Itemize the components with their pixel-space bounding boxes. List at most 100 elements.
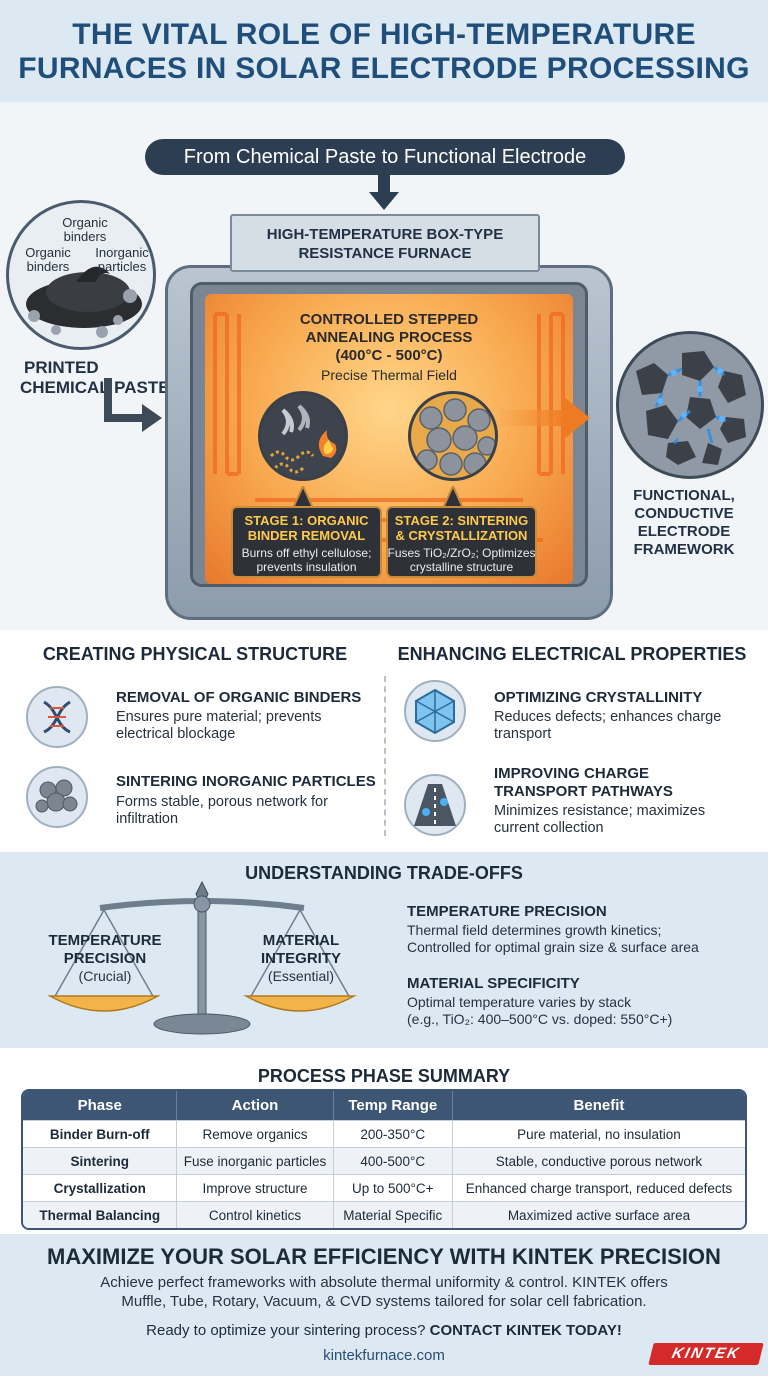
electrode-framework-illustration xyxy=(616,331,764,479)
table-cell: Material Specific xyxy=(333,1201,453,1228)
table-cell: Stable, conductive porous network xyxy=(452,1147,745,1174)
paste-title-line-2: CHEMICAL PASTE xyxy=(20,378,170,397)
table-cell: Fuse inorganic particles xyxy=(177,1147,334,1174)
paste-title-line-1: PRINTED xyxy=(24,358,99,377)
sintering-illustration xyxy=(408,391,498,481)
flame-smoke-icon xyxy=(269,404,337,474)
mech-crystallinity-title: OPTIMIZING CRYSTALLINITY xyxy=(494,689,764,707)
scale-right-label-line-1: MATERIAL xyxy=(262,932,340,949)
tradeoff-precision-desc: Thermal field determines growth kinetics… xyxy=(407,922,762,956)
furnace-title-line-2: RESISTANCE FURNACE xyxy=(298,245,472,262)
contact-link[interactable]: CONTACT KINTEK TODAY! xyxy=(429,1322,622,1339)
porous-network-icon xyxy=(636,351,746,465)
table-row: Thermal Balancing Control kinetics Mater… xyxy=(23,1201,745,1228)
footer-desc-line-2: Muffle, Tube, Rotary, Vacuum, & CVD syst… xyxy=(121,1293,647,1310)
chamber-title-line-2: ANNEALING PROCESS xyxy=(305,329,473,346)
mech-sintering-desc: Forms stable, porous network for infiltr… xyxy=(116,794,386,828)
chamber-title-line-1: CONTROLLED STEPPED xyxy=(299,311,479,328)
table-cell: Enhanced charge transport, reduced defec… xyxy=(452,1174,745,1201)
furnace-title-line-1: HIGH-TEMPERATURE BOX-TYPE xyxy=(266,226,504,243)
table-cell: Remove organics xyxy=(177,1120,334,1147)
mech-crystallinity-desc-line-2: transport xyxy=(494,726,552,742)
chamber-title: CONTROLLED STEPPED ANNEALING PROCESS (40… xyxy=(205,311,573,365)
mech-binder-desc: Ensures pure material; prevents electric… xyxy=(116,709,386,743)
mech-sintering-desc-line-1: Forms stable, porous network for xyxy=(116,794,328,810)
stage2-desc-line-1: Fuses TiO₂/ZrO₂; Optimizes xyxy=(387,546,536,560)
stage1-card xyxy=(231,506,382,578)
paste-blob-icon xyxy=(26,266,142,338)
tradeoffs-section xyxy=(0,852,768,1048)
paste-label-organic-top: Organic binders xyxy=(62,215,108,244)
table-cell: Pure material, no insulation xyxy=(452,1120,745,1147)
mech-binder-desc-line-2: electrical blockage xyxy=(116,726,236,742)
mech-charge-desc: Minimizes resistance; maximizes current … xyxy=(494,803,764,837)
output-title-line-1: FUNCTIONAL, xyxy=(633,487,735,504)
table-cell: Up to 500°C+ xyxy=(333,1174,453,1201)
column-header: Phase xyxy=(23,1091,178,1120)
table-cell: 200-350°C xyxy=(333,1120,453,1147)
mech-crystallinity-desc: Reduces defects; enhances charge transpo… xyxy=(494,709,764,743)
dna-icon xyxy=(26,686,88,748)
mech-binder-desc-line-1: Ensures pure material; prevents xyxy=(116,709,322,725)
stage1-description: Burns off ethyl cellulose; prevents insu… xyxy=(231,546,382,574)
stage2-title: STAGE 2: SINTERING & CRYSTALLIZATION xyxy=(386,513,537,543)
output-title-line-2: CONDUCTIVE xyxy=(634,505,734,522)
tradeoffs-heading: UNDERSTANDING TRADE-OFFS xyxy=(245,863,523,883)
column-header: Temp Range xyxy=(333,1091,453,1120)
table-cell: Improve structure xyxy=(177,1174,334,1201)
table-cell: Crystallization xyxy=(23,1174,178,1201)
footer-title: MAXIMIZE YOUR SOLAR EFFICIENCY WITH KINT… xyxy=(47,1244,721,1269)
scale-left-label-line-1: TEMPERATURE xyxy=(48,932,162,949)
table-row: Binder Burn-off Remove organics 200-350°… xyxy=(23,1120,745,1147)
tradeoff-specificity-desc: Optimal temperature varies by stack (e.g… xyxy=(407,994,762,1028)
paste-label-inorganic: Inorganic particles xyxy=(95,245,149,274)
binder-removal-illustration xyxy=(258,391,348,481)
stage1-desc-line-1: Burns off ethyl cellulose; xyxy=(241,546,372,560)
footer-band xyxy=(0,1234,768,1376)
footer-description: Achieve perfect frameworks with absolute… xyxy=(20,1273,748,1311)
mech-charge-desc-line-2: current collection xyxy=(494,820,604,836)
physical-structure-heading: CREATING PHYSICAL STRUCTURE xyxy=(42,644,348,664)
tradeoff-precision-desc-line-1: Thermal field determines growth kinetics… xyxy=(407,922,662,938)
stage1-pointer-icon xyxy=(293,486,313,508)
down-arrow-icon xyxy=(369,170,399,210)
output-title-line-4: FRAMEWORK xyxy=(633,541,735,558)
column-header: Benefit xyxy=(452,1091,745,1120)
mech-charge-desc-line-1: Minimizes resistance; maximizes xyxy=(494,803,706,819)
title-line-1: THE VITAL ROLE OF HIGH-TEMPERATURE xyxy=(72,18,696,51)
tradeoff-specificity-desc-line-2: (e.g., TiO₂: 400–500°C vs. doped: 550°C+… xyxy=(407,1011,673,1027)
scale-left-sublabel: (Crucial) xyxy=(78,968,132,984)
paste-label-organic-left: Organic binders xyxy=(25,245,71,274)
input-arrow-icon xyxy=(104,378,162,432)
chamber-subtitle: Precise Thermal Field xyxy=(321,367,457,383)
stage2-title-line-1: STAGE 2: SINTERING xyxy=(394,513,529,528)
road-icon xyxy=(404,774,466,836)
footer-desc-line-1: Achieve perfect frameworks with absolute… xyxy=(100,1274,668,1291)
paste-illustration xyxy=(6,200,156,350)
paste-title: PRINTED CHEMICAL PASTE xyxy=(20,358,200,398)
table-row: Crystallization Improve structure Up to … xyxy=(23,1174,745,1201)
crystal-icon xyxy=(404,680,466,742)
scale-right-sublabel: (Essential) xyxy=(267,968,335,984)
scale-left-label: TEMPERATURE PRECISION (Crucial) xyxy=(40,932,170,984)
stage1-title: STAGE 1: ORGANIC BINDER REMOVAL xyxy=(231,513,382,543)
electrical-properties-heading: ENHANCING ELECTRICAL PROPERTIES xyxy=(397,644,747,664)
mech-binder-title: REMOVAL OF ORGANIC BINDERS xyxy=(116,689,362,706)
phase-summary-table: Phase Action Temp Range Benefit Binder B… xyxy=(21,1089,747,1230)
stage2-pointer-icon xyxy=(443,486,463,508)
stage2-description: Fuses TiO₂/ZrO₂; Optimizes crystalline s… xyxy=(386,546,537,574)
website-link[interactable]: kintekfurnace.com xyxy=(323,1347,445,1364)
chamber-title-line-3: (400°C - 500°C) xyxy=(335,347,443,364)
stage2-card xyxy=(386,506,537,578)
kintek-logo: KINTEK xyxy=(648,1343,764,1365)
table-cell: Control kinetics xyxy=(177,1201,334,1228)
column-header: Action xyxy=(177,1091,334,1120)
summary-heading: PROCESS PHASE SUMMARY xyxy=(257,1066,511,1086)
output-title-line-3: ELECTRODE xyxy=(637,523,731,540)
table-header-row: Phase Action Temp Range Benefit xyxy=(23,1091,745,1120)
table-cell: Maximized active surface area xyxy=(452,1201,745,1228)
mech-charge-title: IMPROVING CHARGE TRANSPORT PATHWAYS xyxy=(494,765,764,801)
scale-left-label-line-2: PRECISION xyxy=(63,950,147,967)
stage2-title-line-2: & CRYSTALLIZATION xyxy=(395,528,528,543)
scale-right-label: MATERIAL INTEGRITY (Essential) xyxy=(236,932,366,984)
